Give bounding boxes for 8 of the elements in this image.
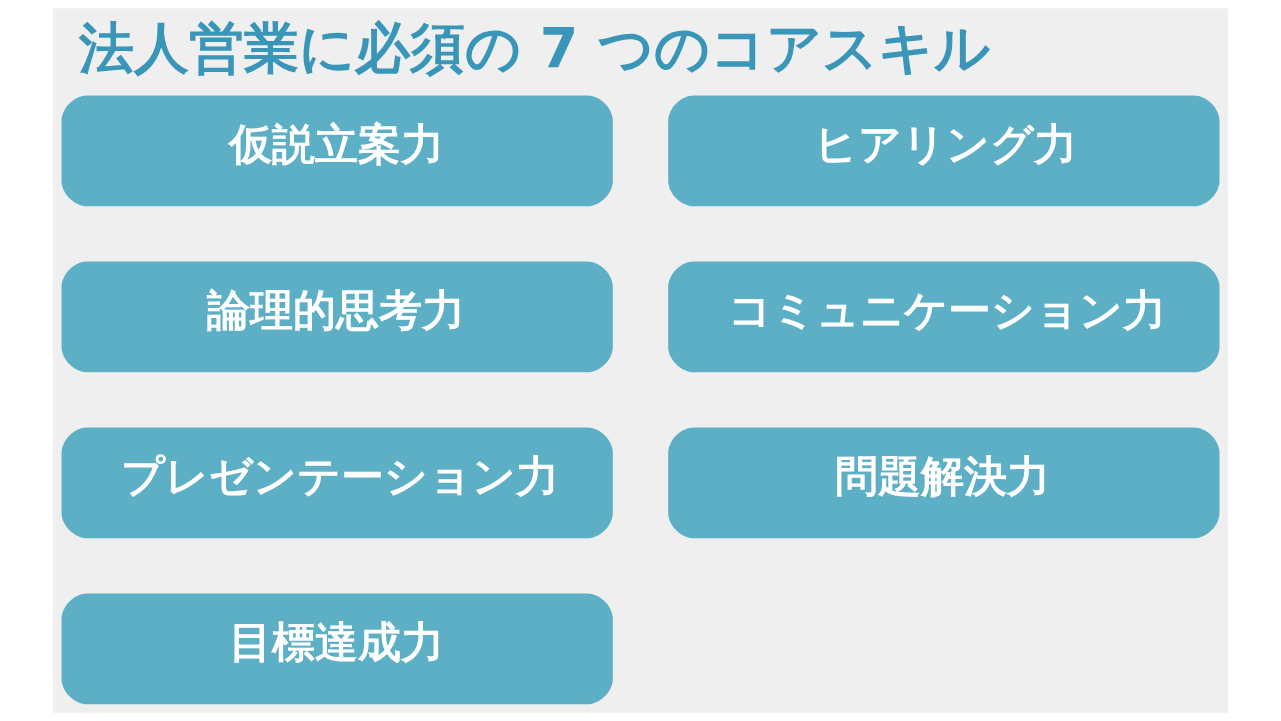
node-box: 目標達成力	[61, 593, 613, 705]
node-box: 仮説立案力	[61, 95, 613, 207]
diagram-title: 法人営業に必須の 7 つのコアスキル	[78, 16, 990, 81]
node-box: プレゼンテーション力	[61, 427, 613, 539]
node-box: 問題解決力	[668, 427, 1220, 539]
node-box: コミュニケーション力	[668, 261, 1220, 373]
node-box: 論理的思考力	[61, 261, 613, 373]
node-box: ヒアリング力	[668, 95, 1220, 207]
